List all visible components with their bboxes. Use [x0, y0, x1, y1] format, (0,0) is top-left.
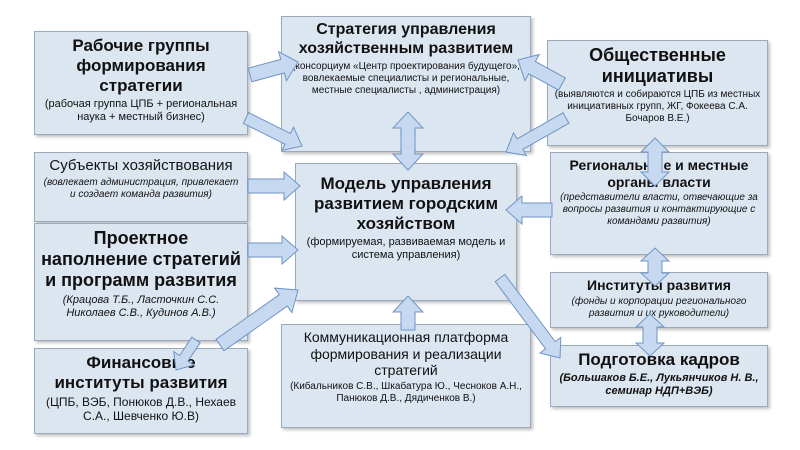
personnel-box: Подготовка кадров (Большаков Б.Е., Лукья…: [550, 345, 768, 407]
project-content-title: Проектное наполнение стратегий и програм…: [41, 228, 241, 291]
strategy-box: Стратегия управления хозяйственным разви…: [281, 16, 531, 152]
working-groups-subtitle: (рабочая группа ЦПБ + региональная наука…: [44, 98, 238, 124]
communication-title: Коммуникационная платформа формирования …: [303, 329, 509, 379]
dev-institutions-subtitle: (фонды и корпорации регионального развит…: [571, 295, 747, 319]
fin-institutions-box: Финансовые институты развития (ЦПБ, ВЭБ,…: [34, 348, 248, 434]
economic-entities-title: Субъекты хозяйствования: [49, 157, 233, 174]
arrow-project-to-model: [247, 234, 299, 266]
project-content-subtitle: (Крацова Т.Б., Ласточкин С.С. Николаев С…: [62, 293, 220, 319]
regional-authorities-box: Региональные и местные органы власти (пр…: [550, 152, 768, 255]
fin-institutions-subtitle: (ЦПБ, ВЭБ, Понюков Д.В., Нехаев С.А., Ше…: [45, 395, 237, 424]
economic-entities-subtitle: (вовлекает администрация, привлекает и с…: [43, 176, 239, 200]
project-content-box: Проектное наполнение стратегий и програм…: [34, 223, 248, 341]
economic-entities-box: Субъекты хозяйствования (вовлекает админ…: [34, 152, 248, 222]
working-groups-box: Рабочие группы формирования стратегии (р…: [34, 31, 248, 135]
personnel-subtitle: (Большаков Б.Е., Лукьянчиков Н. В., семи…: [559, 372, 759, 398]
model-title: Модель управления развитием городским хо…: [313, 174, 499, 234]
fin-institutions-title: Финансовые институты развития: [54, 353, 228, 393]
dev-institutions-title: Институты развития: [587, 277, 731, 293]
public-initiatives-box: Общественные инициативы (выявляются и со…: [547, 40, 768, 146]
regional-authorities-title: Региональные и местные органы власти: [569, 157, 749, 190]
strategy-title: Стратегия управления хозяйственным разви…: [298, 21, 514, 57]
model-box: Модель управления развитием городским хо…: [295, 163, 517, 301]
communication-box: Коммуникационная платформа формирования …: [281, 324, 531, 428]
public-initiatives-title: Общественные инициативы: [589, 45, 726, 87]
arrow-entities-to-model: [247, 170, 301, 202]
dev-institutions-box: Институты развития (фонды и корпорации р…: [550, 272, 768, 328]
regional-authorities-subtitle: (представители власти, отвечающие за воп…: [560, 192, 758, 228]
working-groups-title: Рабочие группы формирования стратегии: [72, 36, 210, 96]
strategy-subtitle: (консорциум «Центр проектирования будуще…: [292, 60, 520, 96]
personnel-title: Подготовка кадров: [578, 350, 740, 369]
model-subtitle: (формируемая, развиваемая модель и систе…: [306, 236, 506, 262]
public-initiatives-subtitle: (выявляются и собираются ЦПБ из местных …: [554, 89, 761, 125]
communication-subtitle: (Кибальников С.В., Шкабатура Ю., Чесноко…: [290, 380, 522, 404]
